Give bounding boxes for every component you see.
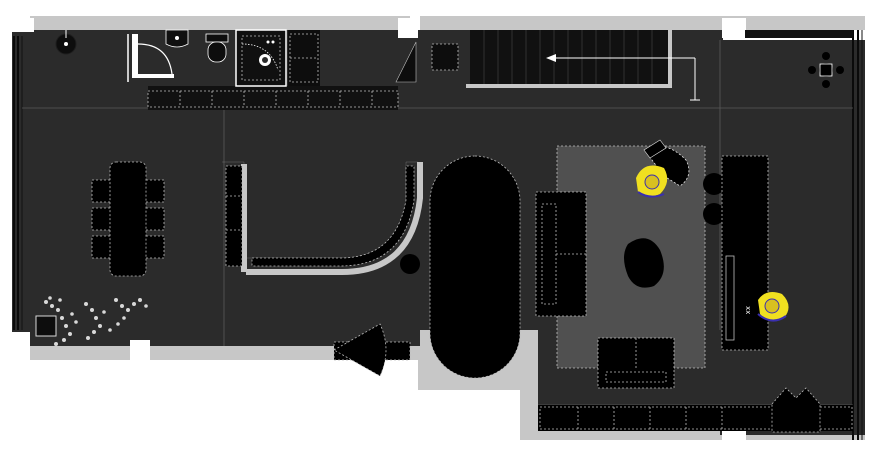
living-area xyxy=(535,145,725,389)
left-window-frame xyxy=(13,36,23,330)
stair-arrow-icon xyxy=(546,54,700,101)
kitchen-island-label: xx xyxy=(744,306,752,314)
door-swing-icon xyxy=(137,43,173,75)
staircase xyxy=(395,30,700,101)
entrance-door xyxy=(333,323,411,377)
oval-core xyxy=(429,155,521,379)
bathroom-zone xyxy=(55,29,399,110)
toilet-icon xyxy=(205,33,229,43)
person-icon xyxy=(757,292,789,322)
dining-table xyxy=(91,161,165,277)
person-icon xyxy=(636,139,668,198)
round-table xyxy=(808,52,844,88)
plant-icon xyxy=(35,296,148,346)
kitchen-island: xx xyxy=(721,155,769,351)
curved-bench xyxy=(222,161,423,275)
right-window-frame xyxy=(745,30,863,440)
kitchen-counter xyxy=(538,387,853,433)
